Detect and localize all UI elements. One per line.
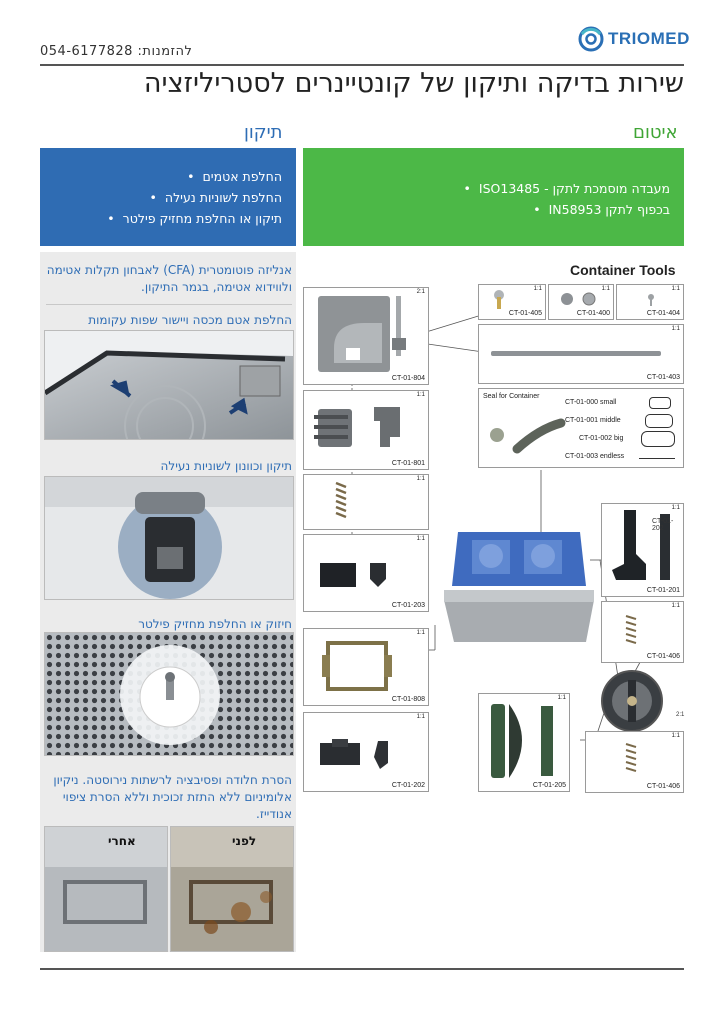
scale-label: 1:1	[671, 733, 680, 739]
seal-for-container-box: Seal for Container CT-01-000 small CT-01…	[478, 388, 684, 468]
scale-label: 1:1	[416, 392, 425, 398]
part-code: CT-01-406	[646, 783, 680, 790]
scale-label: 1:1	[671, 326, 680, 332]
sterilization-container-image	[444, 532, 594, 642]
part-code: CT-01-404	[646, 310, 680, 317]
scale-label: 1:1	[601, 286, 610, 292]
lock-tab-photo	[44, 476, 294, 600]
seal-item: CT-01-001 middle	[565, 417, 621, 424]
list-item: בכפוף לתקן IN58953	[303, 199, 670, 220]
part-code: CT-01-801	[391, 460, 425, 467]
part-ct-01-801: 1:1 CT-01-801	[303, 390, 429, 470]
list-item: החלפת לשוניות נעילה	[40, 187, 282, 208]
list-item: מעבדה מוסמכת לתקן - ISO13485	[303, 178, 670, 199]
lid-seal-photo	[44, 330, 294, 440]
filter-holder-photo	[44, 632, 294, 756]
repair-box: החלפת אטמים החלפת לשוניות נעילה תיקון או…	[40, 148, 296, 246]
filter-holder-part-image	[601, 670, 663, 732]
footer-divider	[40, 968, 684, 970]
part-code: CT-01-403	[646, 374, 680, 381]
part-ct-01-808: 1:1 CT-01-808	[303, 628, 429, 706]
part-ct-01-404: 1:1 CT-01-404	[616, 284, 684, 320]
scale-label: 1:1	[416, 714, 425, 720]
sealing-heading: איטום	[633, 122, 678, 143]
header-divider	[40, 64, 684, 66]
seal-shape-big	[641, 431, 675, 447]
part-ct-01-205: 1:1 CT-01-205	[478, 693, 570, 792]
container-tools-title: Container Tools	[570, 262, 676, 278]
seal-shape-middle	[645, 414, 673, 428]
part-ct-01-403: 1:1 CT-01-403	[478, 324, 684, 384]
seal-title: Seal for Container	[483, 393, 540, 400]
after-photo	[44, 826, 168, 952]
part-code: CT-01-203	[391, 602, 425, 609]
list-item: החלפת אטמים	[40, 166, 282, 187]
divider	[46, 304, 292, 305]
repair-list: החלפת אטמים החלפת לשוניות נעילה תיקון או…	[40, 166, 282, 229]
part-code: CT-01-205	[532, 782, 566, 789]
caption-lock-tabs: תיקון וכוונון לשוניות נעילה	[160, 459, 292, 473]
scale-label: 1:1	[671, 505, 680, 511]
part-ct-01-405: 1:1 CT-01-405	[478, 284, 546, 320]
scale-label: 1:1	[557, 695, 566, 701]
part-code: CT-01-400	[576, 310, 610, 317]
part-ct-01-201: 1:1 CT-01-202 CT-01-201	[601, 503, 684, 597]
brand-name: TRIOMED	[608, 29, 690, 48]
before-photo	[170, 826, 294, 952]
caption-lid-seal: החלפת אטם מכסה ויישור שפות עקומות	[88, 313, 292, 327]
scale-label: 1:1	[416, 476, 425, 482]
seal-shape-small	[649, 397, 671, 409]
repair-heading: תיקון	[244, 122, 283, 143]
part-ct-01-400: 1:1 CT-01-400	[548, 284, 614, 320]
seal-images	[490, 418, 566, 454]
scale-label: 1:1	[533, 286, 542, 292]
seal-item: CT-01-000 small	[565, 399, 617, 406]
part-ct-01-202: 1:1 CT-01-202	[303, 712, 429, 792]
part-code: CT-01-808	[391, 696, 425, 703]
part-ct-01-406-lower: 1:1 CT-01-406	[585, 731, 684, 793]
part-code: CT-01-405	[508, 310, 542, 317]
seal-item: CT-01-003 endless	[565, 453, 625, 460]
part-ct-01-203: 1:1 CT-01-203	[303, 534, 429, 612]
triomed-logo: TRIOMED	[578, 24, 690, 54]
part-ct-01-804: 2:1 CT-01-804	[303, 287, 429, 385]
cfa-intro: אנליזה פוטומטרית (CFA) לאבחון תקלות אטימ…	[46, 263, 292, 294]
scale-label: 1:1	[671, 603, 680, 609]
part-ct-01-406-upper: 1:1 CT-01-406	[601, 601, 684, 663]
part-code: CT-01-804	[391, 375, 425, 382]
scale-label: 1:1	[416, 630, 425, 636]
before-label: לפני	[232, 834, 257, 848]
scale-label: 1:1	[416, 536, 425, 542]
gear-logo-icon	[578, 26, 604, 52]
part-code-secondary: CT-01-202	[652, 518, 674, 532]
caption-rust-removal: הסרת חלודה ופסיבציה לרשתות נירוסטה. ניקי…	[53, 773, 292, 821]
part-code: CT-01-406	[646, 653, 680, 660]
seal-shape-endless	[639, 458, 675, 459]
page-title: שירות בדיקה ותיקון של קונטיינרים לסטרילי…	[143, 68, 684, 99]
after-label: אחרי	[108, 834, 136, 848]
part-code: CT-01-201	[646, 587, 680, 594]
part-spring-small: 1:1	[303, 474, 429, 530]
sealing-box: מעבדה מוסמכת לתקן - ISO13485 בכפוף לתקן …	[303, 148, 684, 246]
sealing-list: מעבדה מוסמכת לתקן - ISO13485 בכפוף לתקן …	[303, 178, 670, 220]
scale-label: 2:1	[676, 712, 685, 718]
part-code: CT-01-202	[391, 782, 425, 789]
scale-label: 2:1	[416, 289, 425, 295]
list-item: תיקון או החלפת מחזיק פילטר	[40, 208, 282, 229]
scale-label: 1:1	[671, 286, 680, 292]
order-phone: 054-6177828 :להזמנות	[40, 44, 193, 59]
seal-item: CT-01-002 big	[579, 435, 624, 442]
caption-filter-holder: חיזוק או החלפת מחזיק פילטר	[138, 617, 292, 631]
